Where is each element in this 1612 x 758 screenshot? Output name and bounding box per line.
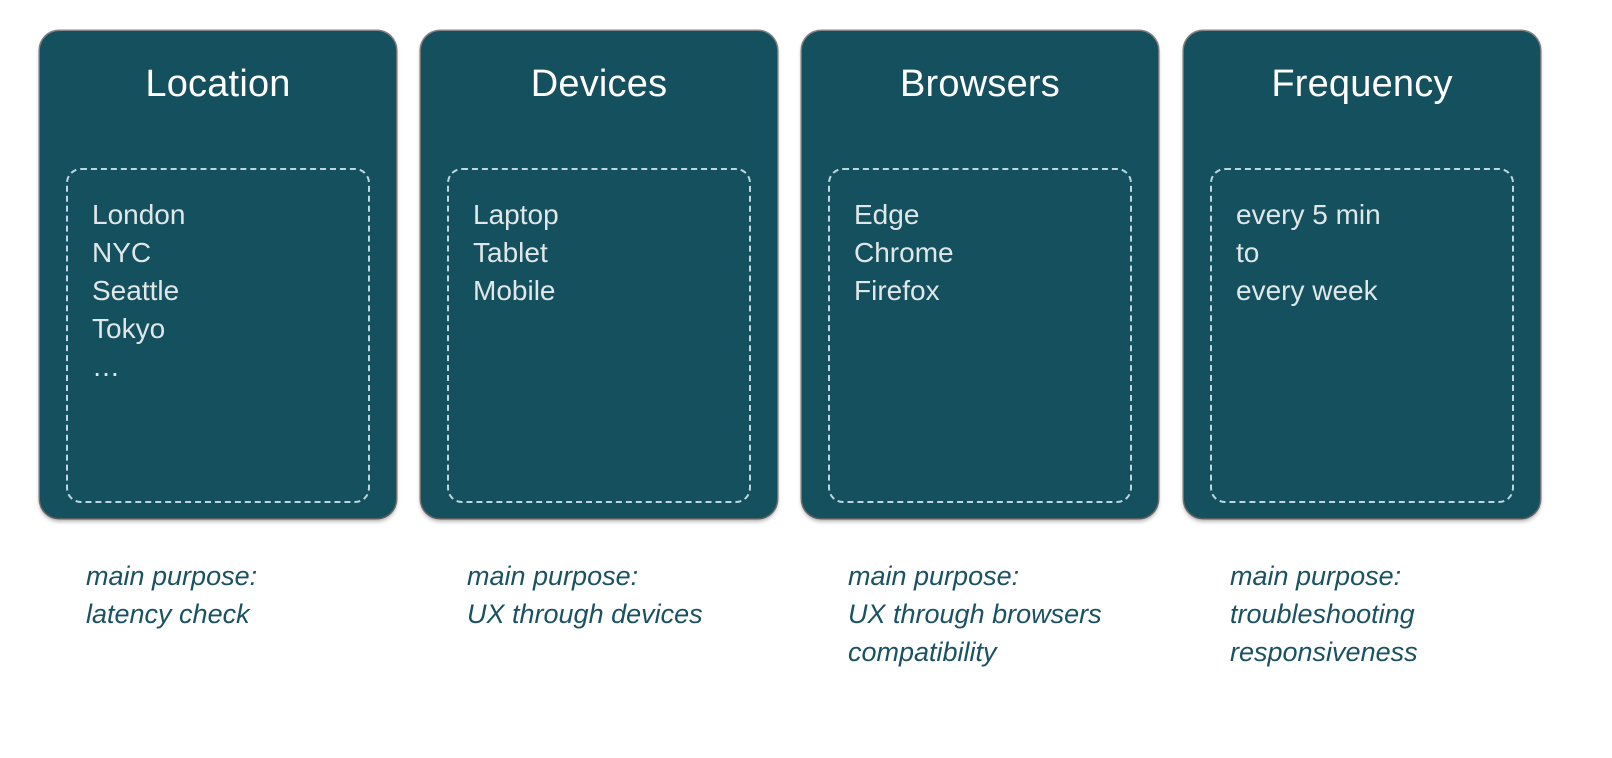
purpose-value-cont: compatibility xyxy=(848,637,997,667)
purpose-value: latency check xyxy=(86,599,250,629)
purpose-caption-browsers: main purpose: UX through browsers compat… xyxy=(848,557,1178,671)
slot-item-list-browsers: Edge Chrome Firefox xyxy=(854,196,1120,310)
dimension-column-frequency: Frequency every 5 min to every week main… xyxy=(1184,0,1540,758)
purpose-label: main purpose: xyxy=(1230,561,1402,591)
purpose-label: main purpose: xyxy=(467,561,639,591)
list-item: to xyxy=(1236,237,1260,268)
list-item: Edge xyxy=(854,199,920,230)
dimension-column-browsers: Browsers Edge Chrome Firefox main purpos… xyxy=(802,0,1158,758)
list-item: Firefox xyxy=(854,275,940,306)
list-item: London xyxy=(92,199,186,230)
list-item: NYC xyxy=(92,237,152,268)
purpose-label: main purpose: xyxy=(848,561,1020,591)
purpose-value: UX through browsers xyxy=(848,599,1102,629)
list-item: Mobile xyxy=(473,275,556,306)
list-item: Chrome xyxy=(854,237,954,268)
card-title-devices: Devices xyxy=(530,63,668,105)
dimension-column-location: Location London NYC Seattle Tokyo … main… xyxy=(40,0,396,758)
dashed-slot-browsers[interactable]: Edge Chrome Firefox xyxy=(828,168,1132,503)
purpose-value-cont: responsiveness xyxy=(1230,637,1418,667)
list-item: every week xyxy=(1236,275,1378,306)
list-item: Laptop xyxy=(473,199,559,230)
list-item: Tokyo xyxy=(92,313,166,344)
dimension-column-devices: Devices Laptop Tablet Mobile main purpos… xyxy=(421,0,777,758)
dashed-slot-devices[interactable]: Laptop Tablet Mobile xyxy=(447,168,751,503)
purpose-value: UX through devices xyxy=(467,599,703,629)
purpose-caption-location: main purpose: latency check xyxy=(86,557,416,633)
card-frequency[interactable]: Frequency every 5 min to every week xyxy=(1184,31,1540,518)
list-item-ellipsis: … xyxy=(92,351,121,382)
purpose-caption-frequency: main purpose: troubleshooting responsive… xyxy=(1230,557,1560,671)
slot-item-list-frequency: every 5 min to every week xyxy=(1236,196,1502,310)
slot-item-list-devices: Laptop Tablet Mobile xyxy=(473,196,739,310)
list-item: Tablet xyxy=(473,237,548,268)
card-location[interactable]: Location London NYC Seattle Tokyo … xyxy=(40,31,396,518)
list-item: every 5 min xyxy=(1236,199,1381,230)
card-devices[interactable]: Devices Laptop Tablet Mobile xyxy=(421,31,777,518)
list-item: Seattle xyxy=(92,275,180,306)
card-title-location: Location xyxy=(145,63,291,105)
dashed-slot-location[interactable]: London NYC Seattle Tokyo … xyxy=(66,168,370,503)
purpose-caption-devices: main purpose: UX through devices xyxy=(467,557,797,633)
slot-item-list-location: London NYC Seattle Tokyo … xyxy=(92,196,358,386)
card-title-frequency: Frequency xyxy=(1271,63,1453,105)
card-browsers[interactable]: Browsers Edge Chrome Firefox xyxy=(802,31,1158,518)
purpose-value: troubleshooting xyxy=(1230,599,1415,629)
purpose-label: main purpose: xyxy=(86,561,258,591)
card-title-browsers: Browsers xyxy=(900,63,1060,105)
dashed-slot-frequency[interactable]: every 5 min to every week xyxy=(1210,168,1514,503)
